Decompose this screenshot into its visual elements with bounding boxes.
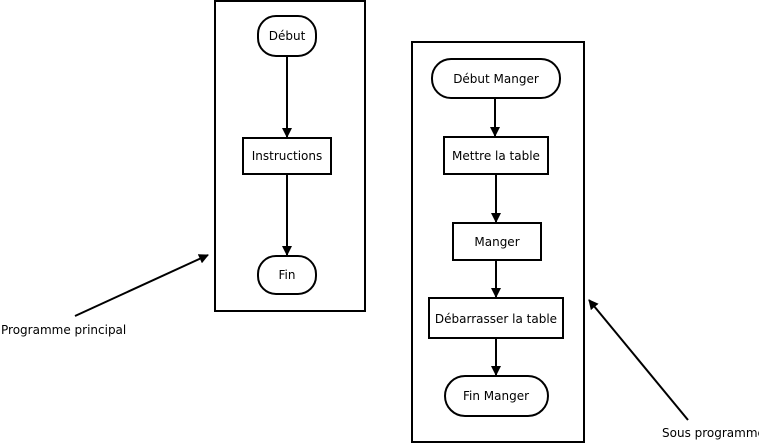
sub-step-label-2: Manger — [474, 235, 519, 249]
main-end-node: Fin — [257, 255, 317, 295]
main-program-annotation: Programme principal — [1, 323, 126, 337]
sub-end-node: Fin Manger — [444, 375, 549, 417]
main-instructions-label: Instructions — [252, 149, 322, 163]
sub-step-node-3: Débarrasser la table — [428, 297, 564, 339]
main-start-label: Début — [269, 29, 306, 43]
sub-start-label: Début Manger — [453, 72, 539, 86]
sub-step-node-2: Manger — [452, 222, 542, 261]
main-start-node: Début — [257, 15, 317, 57]
sub-step-label-3: Débarrasser la table — [435, 312, 557, 326]
sub-step-label-1: Mettre la table — [452, 149, 540, 163]
sub-program-annotation: Sous programme — [662, 426, 759, 440]
sub-step-node-1: Mettre la table — [443, 136, 549, 175]
sub-label-pointer — [588, 299, 689, 421]
sub-start-node: Début Manger — [431, 58, 561, 99]
main-label-pointer — [74, 254, 209, 317]
main-end-label: Fin — [279, 268, 296, 282]
main-instructions-node: Instructions — [242, 137, 332, 175]
sub-end-label: Fin Manger — [463, 389, 529, 403]
